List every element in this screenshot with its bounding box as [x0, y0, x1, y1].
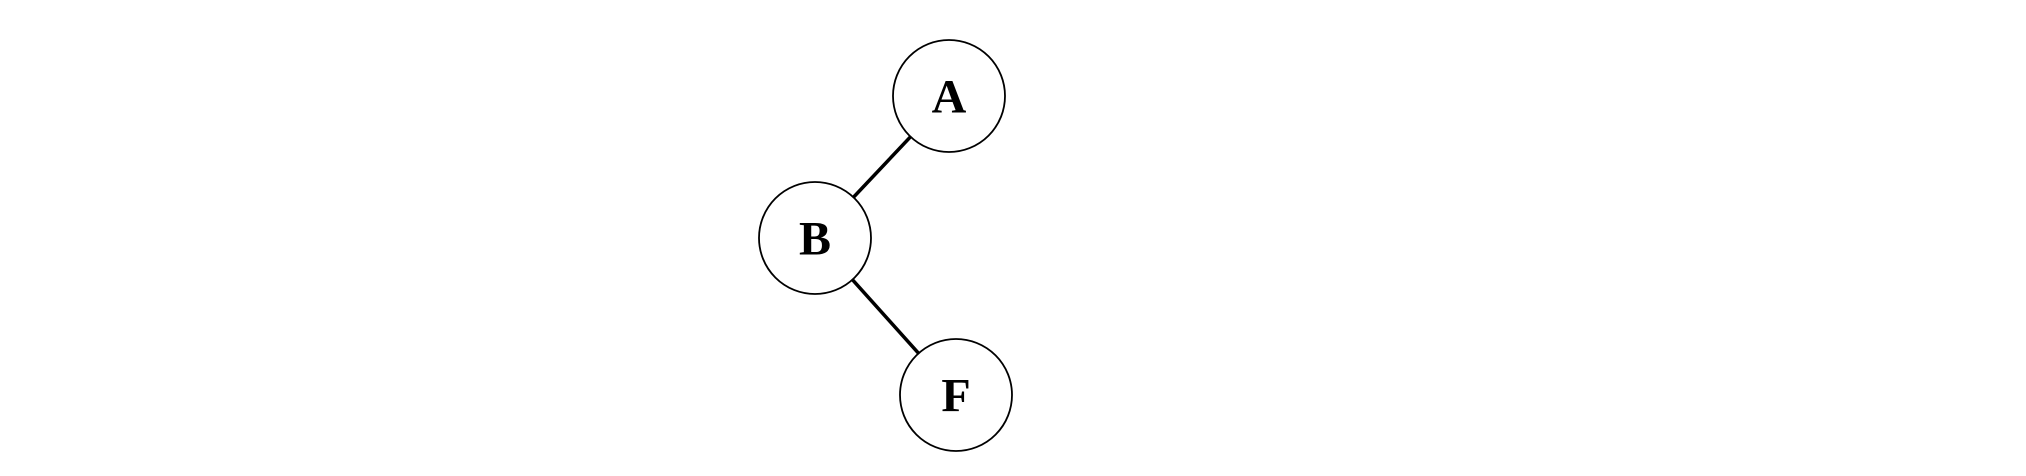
- node-B: B: [758, 181, 872, 295]
- node-F-circle: [899, 338, 1013, 452]
- node-F-label: F: [941, 369, 970, 422]
- node-B-label: B: [799, 212, 831, 265]
- node-B-circle: [758, 181, 872, 295]
- node-A-label: A: [932, 70, 967, 123]
- node-A: A: [892, 39, 1006, 153]
- node-F: F: [899, 338, 1013, 452]
- node-A-circle: [892, 39, 1006, 153]
